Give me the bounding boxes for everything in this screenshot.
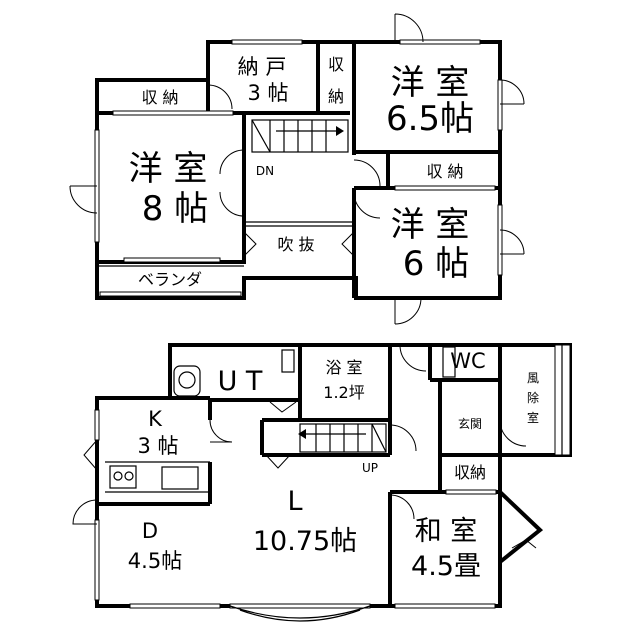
label-stair-up: UP xyxy=(362,461,378,475)
label-bath-size: 1.2坪 xyxy=(323,383,364,402)
stair-lower xyxy=(298,423,387,453)
label-kitchen-size: 3 帖 xyxy=(137,434,178,458)
label-bath-name: 浴 室 xyxy=(325,358,362,377)
label-windbreak-2: 除 xyxy=(527,390,539,405)
label-veranda: ベランダ xyxy=(138,270,202,289)
label-japanese-room-size: 4.5畳 xyxy=(411,551,481,582)
stair-upper xyxy=(251,119,349,153)
label-storage-left: 収 納 xyxy=(141,88,178,107)
label-storage-small-2: 納 xyxy=(328,87,344,106)
label-western-room-65-size: 6.5帖 xyxy=(386,99,474,139)
label-japanese-room-name: 和 室 xyxy=(415,516,478,547)
label-closet-size: 3 帖 xyxy=(247,81,288,105)
label-living-size: 10.75帖 xyxy=(253,526,357,557)
label-living-name: L xyxy=(287,486,302,517)
label-utility: U T xyxy=(218,366,263,397)
label-western-room-8-name: 洋 室 xyxy=(129,149,208,189)
label-storage-lower: 収納 xyxy=(454,463,486,482)
label-dining-size: 4.5帖 xyxy=(128,549,182,573)
label-kitchen-name: K xyxy=(148,407,163,431)
label-stair-down: DN xyxy=(256,164,274,178)
upper-floor: 収 納 洋 室 8 帖 納 戸 3 帖 収 納 洋 室 6.5帖 収 納 洋 室… xyxy=(69,13,525,325)
label-western-room-6-size: 6 帖 xyxy=(403,244,469,284)
label-void: 吹 抜 xyxy=(277,235,314,254)
label-windbreak-1: 風 xyxy=(527,371,539,385)
label-storage-right: 収 納 xyxy=(426,162,463,181)
label-windbreak-3: 室 xyxy=(527,410,539,425)
label-storage-small-1: 収 xyxy=(328,55,344,74)
label-western-room-6-name: 洋 室 xyxy=(391,205,470,245)
label-western-room-8-size: 8 帖 xyxy=(142,189,208,229)
label-closet-name: 納 戸 xyxy=(238,55,287,79)
lower-floor: U T 浴 室 1.2坪 WC 風 除 室 玄関 K 3 帖 L 10.75帖 … xyxy=(72,343,572,622)
label-dining-name: D xyxy=(142,519,158,543)
label-entrance: 玄関 xyxy=(458,416,482,431)
label-western-room-65-name: 洋 室 xyxy=(391,63,470,103)
label-wc: WC xyxy=(450,349,485,373)
